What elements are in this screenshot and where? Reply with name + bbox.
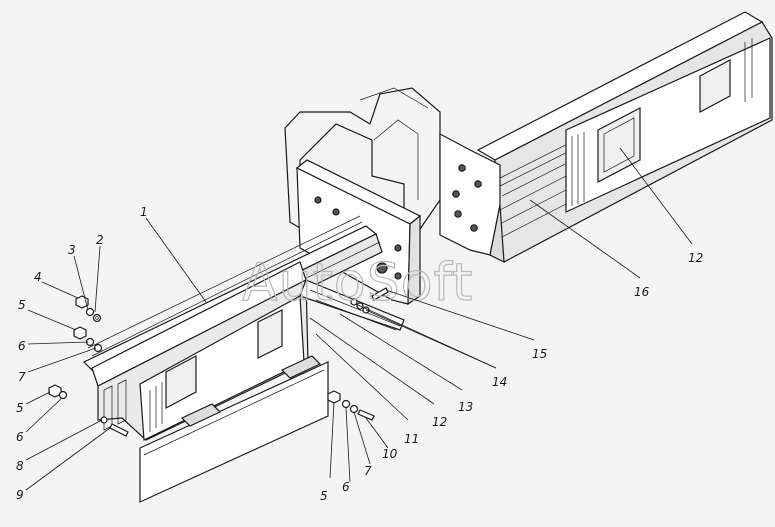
callout-12b: 12 [688,251,703,265]
callout-1: 1 [140,205,148,219]
fastener-set-middle [350,287,389,314]
right-mounting-plate [439,133,505,264]
watermark-text: AutoSoft [242,253,473,313]
callout-6b: 6 [16,430,24,444]
front-box-section [91,261,405,441]
callout-10: 10 [382,447,398,461]
callout-4: 4 [34,270,42,284]
callout-6c: 6 [342,480,350,494]
callout-5b: 5 [16,401,24,415]
lower-angle-plate [139,355,329,503]
callout-7c: 7 [364,464,372,478]
callout-8: 8 [16,459,24,473]
callout-6a: 6 [18,339,26,353]
callout-labels: 1 2 3 4 5 6 7 5 6 8 9 5 6 7 10 11 12 13 … [16,205,703,503]
callout-9: 9 [16,488,24,502]
callout-3: 3 [68,243,76,257]
callout-14: 14 [492,375,507,389]
callout-2: 2 [96,233,104,247]
callout-12a: 12 [432,415,447,429]
leader-lines [25,147,693,491]
callout-16: 16 [634,285,650,299]
fastener-set-lower-center [327,390,375,421]
callout-15: 15 [532,347,547,361]
callout-11: 11 [404,432,419,446]
fastener-set-upper-left [73,295,103,353]
rear-frame-member [476,11,773,263]
callout-5a: 5 [18,298,26,312]
callout-5c: 5 [320,489,328,503]
callout-13: 13 [458,400,473,414]
callout-7a: 7 [18,370,26,384]
fastener-set-left [48,384,129,437]
